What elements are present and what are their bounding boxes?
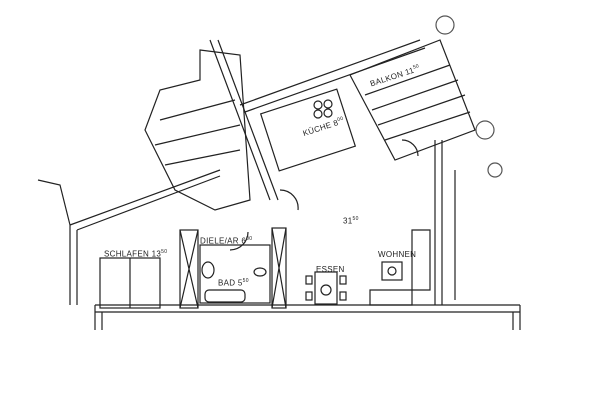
south-wall [94,304,521,330]
label-bad: BAD 550 [218,278,249,288]
staircase [144,49,251,211]
sofa [369,229,431,306]
label-essen: ESSEN [316,265,345,274]
bath [199,244,271,304]
label-living-area: 3150 [343,216,359,226]
dining-table [314,271,338,305]
label-wohnen: WOHNEN [378,250,417,259]
east-wall [434,140,456,305]
balcony [349,39,476,161]
label-diele: DIELE/AR 600 [200,236,253,246]
corridor-walls [209,39,426,201]
kitchen [259,88,357,172]
tree-icons [435,15,503,178]
bedroom-walls [37,169,221,305]
label-schlafen: SCHLAFEN 1350 [104,249,168,259]
